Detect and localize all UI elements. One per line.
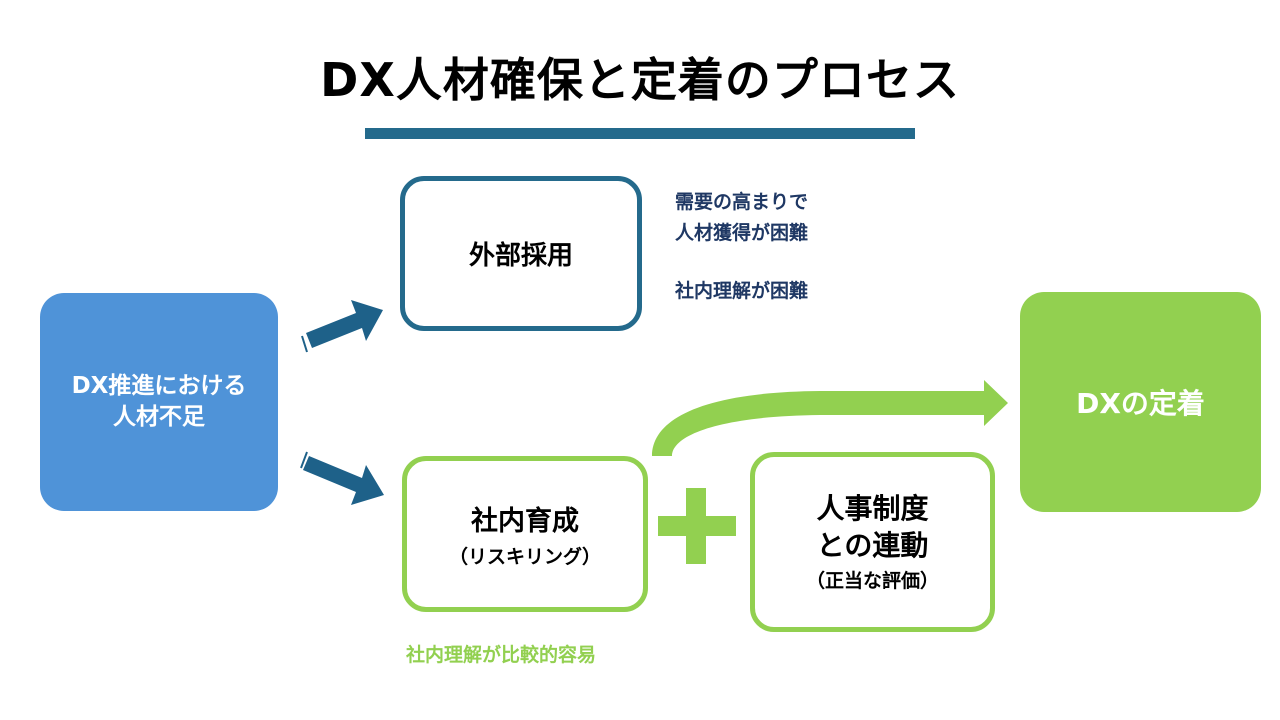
external-note-understanding: 社内理解が困難 [675,280,809,302]
title-underline [365,128,915,139]
hr-system-line1: 人事制度 [816,492,929,526]
start-box-talent-shortage: DX推進における 人材不足 [40,293,278,511]
goal-box-dx-adoption: DXの定着 [1020,292,1261,512]
arrow-to-internal-training-icon [300,451,384,505]
curved-arrow-to-goal-icon [652,380,1008,456]
arrow-to-external-hiring-icon [301,300,383,353]
external-hiring-box: 外部採用 [400,176,642,331]
internal-training-label: 社内育成 [471,506,579,537]
hr-system-box: 人事制度 との連動 （正当な評価） [750,452,995,632]
plus-icon [658,488,736,564]
internal-training-sublabel: （リスキリング） [448,546,601,568]
external-hiring-notes: 需要の高まりで 人材獲得が困難 [675,187,808,250]
internal-training-box: 社内育成 （リスキリング） [402,456,648,612]
external-note-line: 需要の高まりで [675,191,809,213]
start-box-line2: 人材不足 [113,404,205,430]
hr-system-sublabel: （正当な評価） [805,569,939,592]
start-box-line1: DX推進における [71,372,247,399]
internal-training-note: 社内理解が比較的容易 [406,644,597,666]
hr-system-line2: との連動 [816,528,929,562]
page-title: DX人材確保と定着のプロセス [320,53,960,107]
external-hiring-label: 外部採用 [468,241,573,271]
external-note-line: 人材獲得が困難 [675,222,809,245]
goal-label: DXの定着 [1076,387,1205,420]
